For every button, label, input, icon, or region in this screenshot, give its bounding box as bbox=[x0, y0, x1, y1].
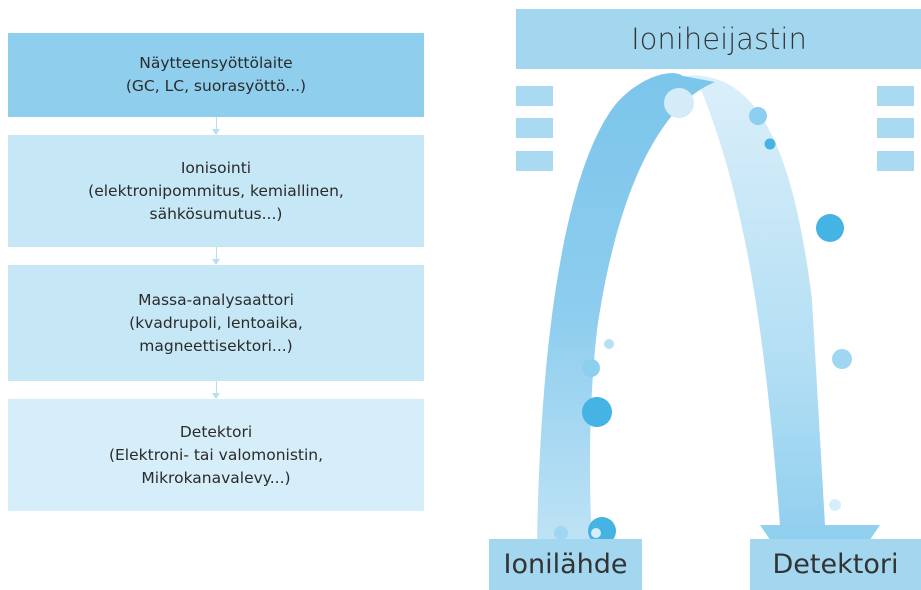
ion-particle bbox=[582, 359, 600, 377]
ion-particle bbox=[829, 499, 841, 511]
reflector-plate-right bbox=[877, 151, 914, 171]
reflector-plate-left bbox=[516, 86, 553, 106]
detector-label: Detektori bbox=[750, 539, 921, 590]
ion-particle bbox=[816, 214, 844, 242]
ion-reflector-label: Ioniheijastin bbox=[516, 9, 921, 69]
ion-beam-descending bbox=[683, 76, 880, 562]
ion-particle bbox=[749, 107, 767, 125]
ion-source-label: Ionilähde bbox=[489, 539, 642, 590]
reflector-plate-left bbox=[516, 151, 553, 171]
ion-particle bbox=[591, 528, 601, 538]
ion-particle bbox=[832, 349, 852, 369]
ion-particle bbox=[765, 139, 776, 150]
reflector-plate-right bbox=[877, 86, 914, 106]
ion-particle bbox=[582, 397, 612, 427]
ion-particle bbox=[664, 88, 694, 118]
ion-particle bbox=[554, 526, 568, 540]
ion-beam-ascending bbox=[537, 73, 715, 545]
reflector-plate-right bbox=[877, 118, 914, 138]
ion-particle bbox=[604, 339, 614, 349]
reflector-plate-left bbox=[516, 118, 553, 138]
